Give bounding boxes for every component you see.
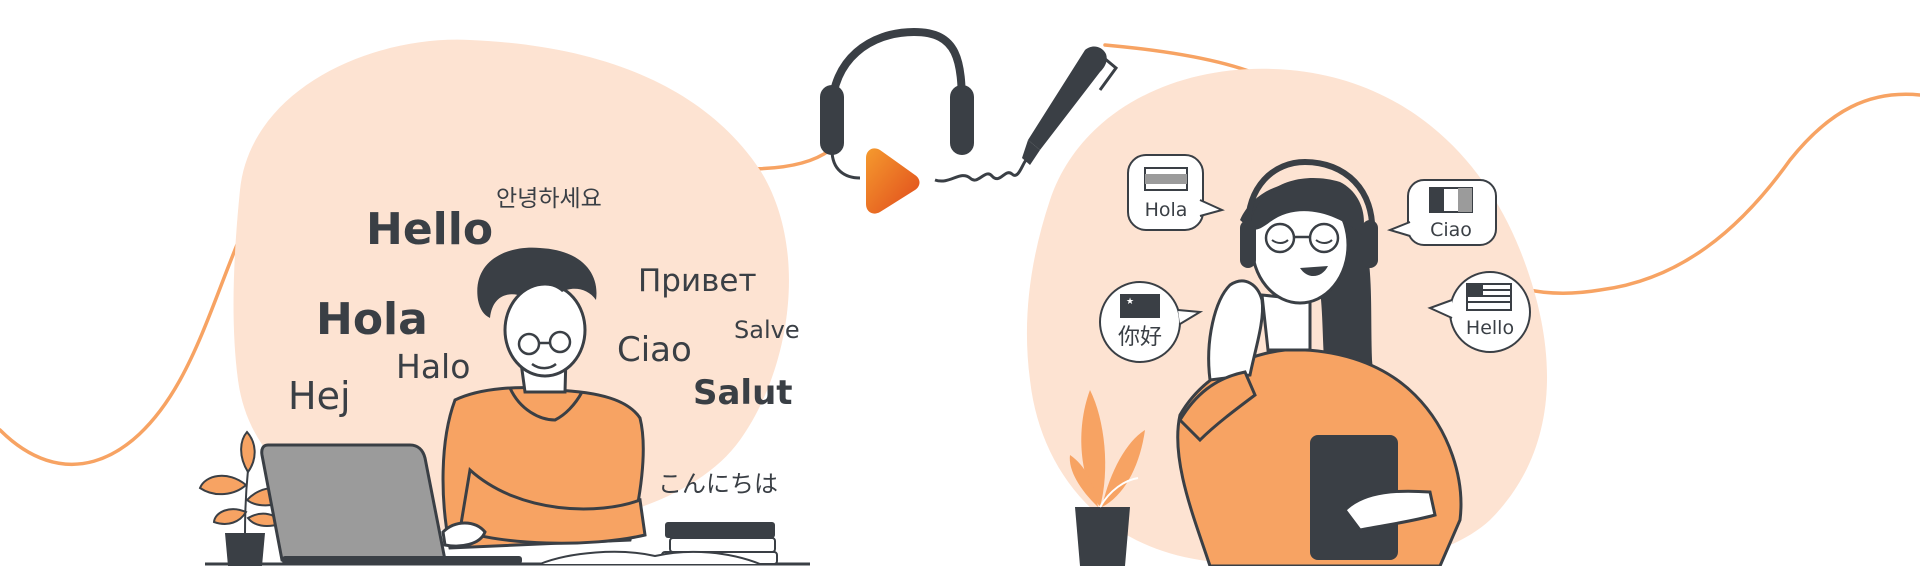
bubble-spanish-label: Hola (1145, 199, 1188, 221)
bubble-italian-label: Ciao (1430, 219, 1472, 241)
word-ciao: Ciao (617, 330, 692, 370)
spain-flag-icon (1144, 167, 1188, 191)
laptop-icon (260, 443, 522, 564)
bubble-italian: Ciao (1386, 179, 1497, 246)
word-salve: Salve (734, 316, 800, 344)
listener-figure (1176, 158, 1463, 566)
bubble-chinese: ★ 你好 (1099, 281, 1204, 363)
headphones-icon (820, 27, 974, 180)
potted-plant-right (1069, 390, 1145, 566)
student-figure (441, 247, 647, 550)
word-salut: Salut (693, 373, 793, 413)
left-scene: Hello 안녕하세요 Привет Hola Salve Ciao Halo … (198, 186, 810, 566)
play-icon (866, 148, 920, 214)
book-stack (539, 522, 778, 565)
word-japanese: こんにちは (658, 470, 778, 498)
bubble-english: Hello (1427, 271, 1531, 353)
bubble-chinese-label: 你好 (1118, 325, 1162, 350)
word-hej: Hej (288, 374, 351, 418)
italy-flag-icon (1429, 187, 1473, 213)
pen-icon (934, 46, 1119, 183)
tablet-icon (1310, 435, 1398, 560)
word-hello: Hello (366, 204, 493, 255)
china-flag-icon: ★ (1120, 294, 1160, 318)
word-korean: 안녕하세요 (496, 186, 602, 212)
bubble-english-label: Hello (1466, 317, 1514, 339)
bubble-spanish: Hola (1127, 154, 1225, 231)
word-halo: Halo (396, 347, 470, 386)
right-scene: Hola Ciao ★ 你好 (1069, 154, 1531, 566)
usa-flag-icon (1466, 283, 1512, 311)
svg-text:★: ★ (1126, 297, 1134, 307)
word-privet: Привет (638, 263, 757, 299)
word-hola: Hola (316, 294, 428, 345)
